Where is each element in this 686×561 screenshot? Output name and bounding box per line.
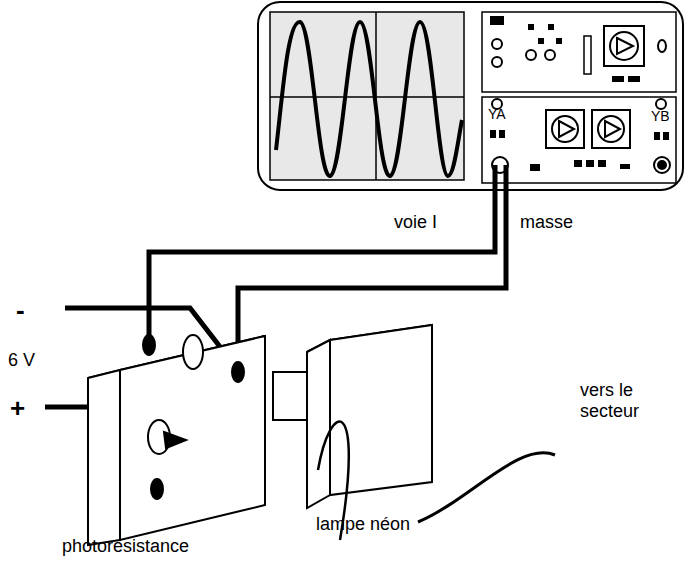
oscilloscope (258, 2, 683, 190)
polarity-sign: - (16, 296, 25, 326)
part-name: photorésistance (62, 536, 189, 557)
part-name: lampe néon (316, 514, 410, 535)
neon-lamp (273, 325, 555, 540)
signal-name: voie I (394, 212, 437, 233)
polarity-sign: + (10, 394, 25, 424)
signal-name: masse (520, 212, 573, 233)
channel-label: YB (651, 108, 670, 124)
channel-label: YA (488, 106, 506, 122)
voltage-label: 6 V (8, 350, 35, 371)
photoresistor-box (88, 335, 265, 545)
part-name: vers le secteur (580, 380, 680, 421)
